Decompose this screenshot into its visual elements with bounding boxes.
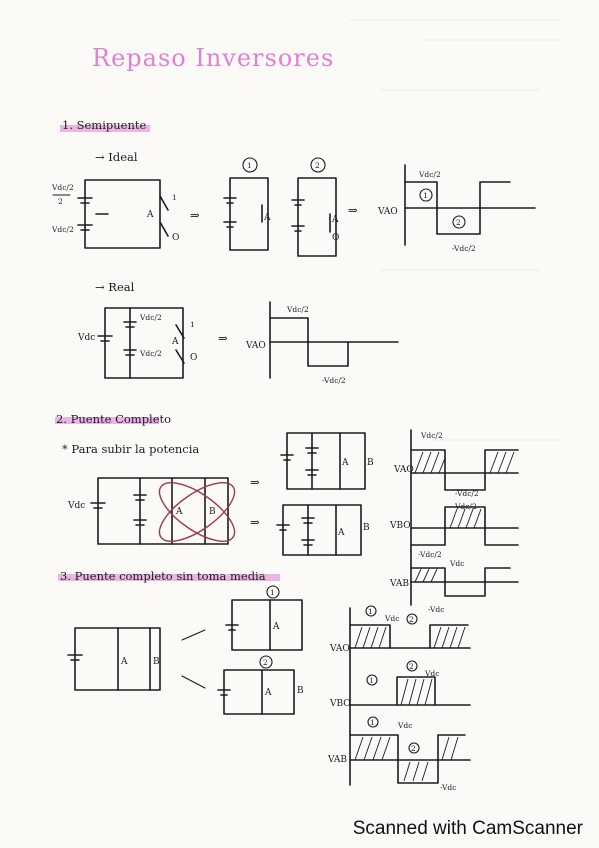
switch-A-real: A: [171, 337, 179, 347]
label-real-wave-neg: -Vdc/2: [322, 376, 346, 385]
section-sin-toma-media: 3. Puente completo sin toma media: [60, 569, 266, 583]
circuit-s3: [67, 627, 161, 691]
circuit-state-1: [223, 177, 269, 251]
label-neg-vdc2-wave: -Vdc/2: [452, 244, 476, 253]
switch-A-full: A: [175, 507, 183, 517]
circuit-s3-state-2: [217, 669, 295, 715]
circuit-state-2: [291, 177, 337, 257]
switch-B-s3-2: B: [297, 686, 304, 696]
label-real-vdc2-bottom: Vdc/2: [139, 349, 162, 358]
label-s2-vdc2-top: Vdc/2: [420, 431, 443, 440]
red-loop-2: [158, 482, 236, 542]
circuit-s3-state-1: [225, 599, 303, 651]
s3w-circle-2c: 2: [411, 744, 416, 753]
page-title: Repaso Inversores: [92, 44, 334, 72]
hatching-s2: [414, 451, 515, 583]
label-vdc-full: Vdc: [67, 501, 85, 511]
label-s2-neg-2: -Vdc/2: [418, 550, 442, 559]
highlight-s2: [55, 417, 159, 424]
camscanner-watermark: Scanned with CamScanner: [352, 818, 583, 839]
waveform-real: [269, 301, 399, 379]
label-O: O: [172, 233, 179, 243]
section-puente-completo: 2. Puente Completo: [56, 412, 171, 426]
label-real-vdc2-top: Vdc/2: [139, 313, 162, 322]
waveforms-s2: [410, 429, 519, 606]
label-real: → Real: [95, 280, 135, 294]
label-s3-vdc-2: Vdc: [424, 669, 439, 678]
switch-A-2: A: [331, 215, 339, 225]
red-loop-1: [158, 482, 236, 542]
hatching-s3: [354, 626, 466, 782]
label-vbo-2: VBO: [329, 699, 351, 709]
section-semipuente: 1. Semipuente: [62, 118, 146, 132]
switch-B-s2: B: [363, 523, 370, 533]
switch-B-full: B: [209, 507, 216, 517]
label-vdc2-top: Vdc/2: [51, 183, 74, 192]
label-s2-neg-1: -Vdc/2: [455, 489, 479, 498]
label-vdc2-bottom: Vdc/2: [51, 225, 74, 234]
circuit-full-state-1: [280, 432, 366, 490]
s3w-circle-1c: 1: [370, 718, 375, 727]
switch-A-1: A: [263, 213, 271, 223]
s3w-circle-2b: 2: [409, 662, 414, 671]
label-s2-neg-vdc: -Vdc: [428, 605, 444, 614]
s3w-circle-1a: 1: [368, 607, 373, 616]
waveform-ideal: [404, 164, 536, 246]
switch-A-s3-2: A: [264, 688, 272, 698]
label-vab-1: VAB: [389, 579, 409, 589]
note-potencia: * Para subir la potencia: [62, 442, 199, 456]
label-vdc2-den: 2: [58, 197, 63, 206]
circle-2: 2: [315, 161, 320, 170]
highlight-s1: [60, 125, 150, 132]
switch-B-s3: B: [153, 657, 160, 667]
wave-circle-1: 1: [423, 191, 428, 200]
switch-A-s3: A: [120, 657, 128, 667]
circuit-semipuente-ideal: [77, 179, 169, 249]
switch-B-s1: B: [367, 458, 374, 468]
label-vao-3: VAO: [393, 465, 414, 475]
switch-A-s2: A: [337, 528, 345, 538]
label-vao-2: VAO: [245, 341, 266, 351]
wave-circle-2: 2: [456, 218, 461, 227]
switch-A-s1: A: [341, 458, 349, 468]
s3w-circle-1b: 1: [369, 676, 374, 685]
circle-1: 1: [247, 161, 252, 170]
label-s3-neg-vdc: -Vdc: [440, 783, 456, 792]
label-vao-1: VAO: [377, 207, 398, 217]
label-vbo: VBO: [389, 521, 411, 531]
arrow-2: ⇒: [348, 203, 358, 217]
arrow-down: ⇒: [250, 515, 260, 529]
arrow-up: ⇒: [250, 475, 260, 489]
label-ideal: → Ideal: [95, 150, 138, 164]
label-1-real: 1: [190, 320, 195, 329]
label-s2-vdc: Vdc: [449, 559, 464, 568]
label-vdc-real: Vdc: [77, 333, 95, 343]
switch-A: A: [146, 210, 154, 220]
s3-circle-2: 2: [263, 658, 268, 667]
label-O-real: O: [190, 353, 197, 363]
circuit-semipuente-real: [97, 307, 185, 379]
label-O-2: O: [332, 233, 339, 243]
label-s3-vdc-1: Vdc: [384, 614, 399, 623]
circuit-full-state-2: [276, 504, 362, 556]
switch-A-s3-1: A: [272, 622, 280, 632]
arrow-1: ⇒: [190, 208, 200, 222]
label-real-wave-vdc2: Vdc/2: [286, 305, 309, 314]
label-s3-vdc-3: Vdc: [397, 721, 412, 730]
waveforms-s3: [349, 607, 471, 786]
s3-circle-1: 1: [270, 588, 275, 597]
label-vao-4: VAO: [329, 644, 350, 654]
arrow-3: ⇒: [218, 331, 228, 345]
label-vab-2: VAB: [327, 755, 347, 765]
circuit-puente-completo: [90, 477, 229, 545]
s3w-circle-2a: 2: [409, 615, 414, 624]
label-1: 1: [172, 193, 177, 202]
label-vdc2-wave: Vdc/2: [418, 170, 441, 179]
highlight-s3: [58, 574, 280, 581]
